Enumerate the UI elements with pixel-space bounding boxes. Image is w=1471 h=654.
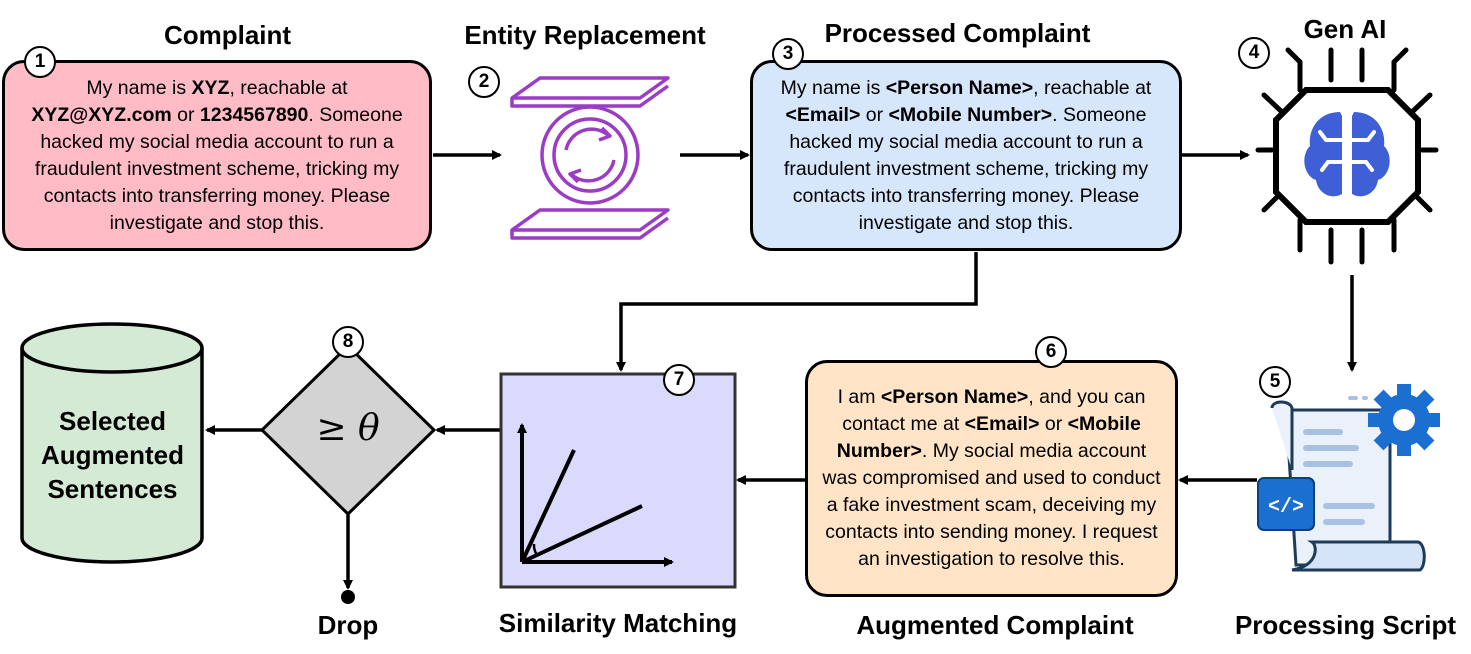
step-1-badge: 1 [24,46,56,78]
arrow-processed-to-similarity [616,252,978,372]
drop-dot [341,590,355,604]
step-6-badge: 6 [1035,336,1067,368]
svg-text:</>: </> [1268,496,1304,519]
complaint-text: My name is XYZ, reachable at XYZ@XYZ.com… [31,76,403,234]
complaint-box: My name is XYZ, reachable at XYZ@XYZ.com… [2,60,432,251]
title-entity-replacement: Entity Replacement [464,20,706,50]
step-3-badge: 3 [772,38,804,70]
title-processing-script: Processing Script [1234,610,1457,640]
title-similarity-matching: Similarity Matching [498,608,738,638]
database-icon [20,322,204,564]
title-drop: Drop [317,610,379,640]
processed-complaint-text: My name is <Person Name>, reachable at <… [780,76,1152,234]
gen-ai-chip-icon [1255,47,1439,265]
augmented-complaint-box: I am <Person Name>, and you can contact … [805,360,1178,597]
step-4-badge: 4 [1238,37,1270,69]
title-processed-complaint: Processed Complaint [824,18,1091,48]
threshold-label: ≥ θ [316,408,380,449]
title-complaint: Complaint [163,20,292,50]
step-5-badge: 5 [1259,366,1291,398]
entity-replacement-icon [510,76,670,240]
processed-complaint-box: My name is <Person Name>, reachable at <… [750,60,1182,251]
decision-diamond [259,343,437,517]
augmented-complaint-text: I am <Person Name>, and you can contact … [822,386,1161,570]
similarity-vector-icon [517,423,674,567]
database-label: Selected Augmented Sentences [41,406,184,504]
title-augmented-complaint: Augmented Complaint [856,610,1134,640]
step-2-badge: 2 [468,66,500,98]
step-8-badge: 8 [332,326,364,358]
processing-script-icon: </> [1257,384,1440,572]
title-gen-ai: Gen AI [1303,14,1387,44]
step-7-badge: 7 [663,364,695,396]
